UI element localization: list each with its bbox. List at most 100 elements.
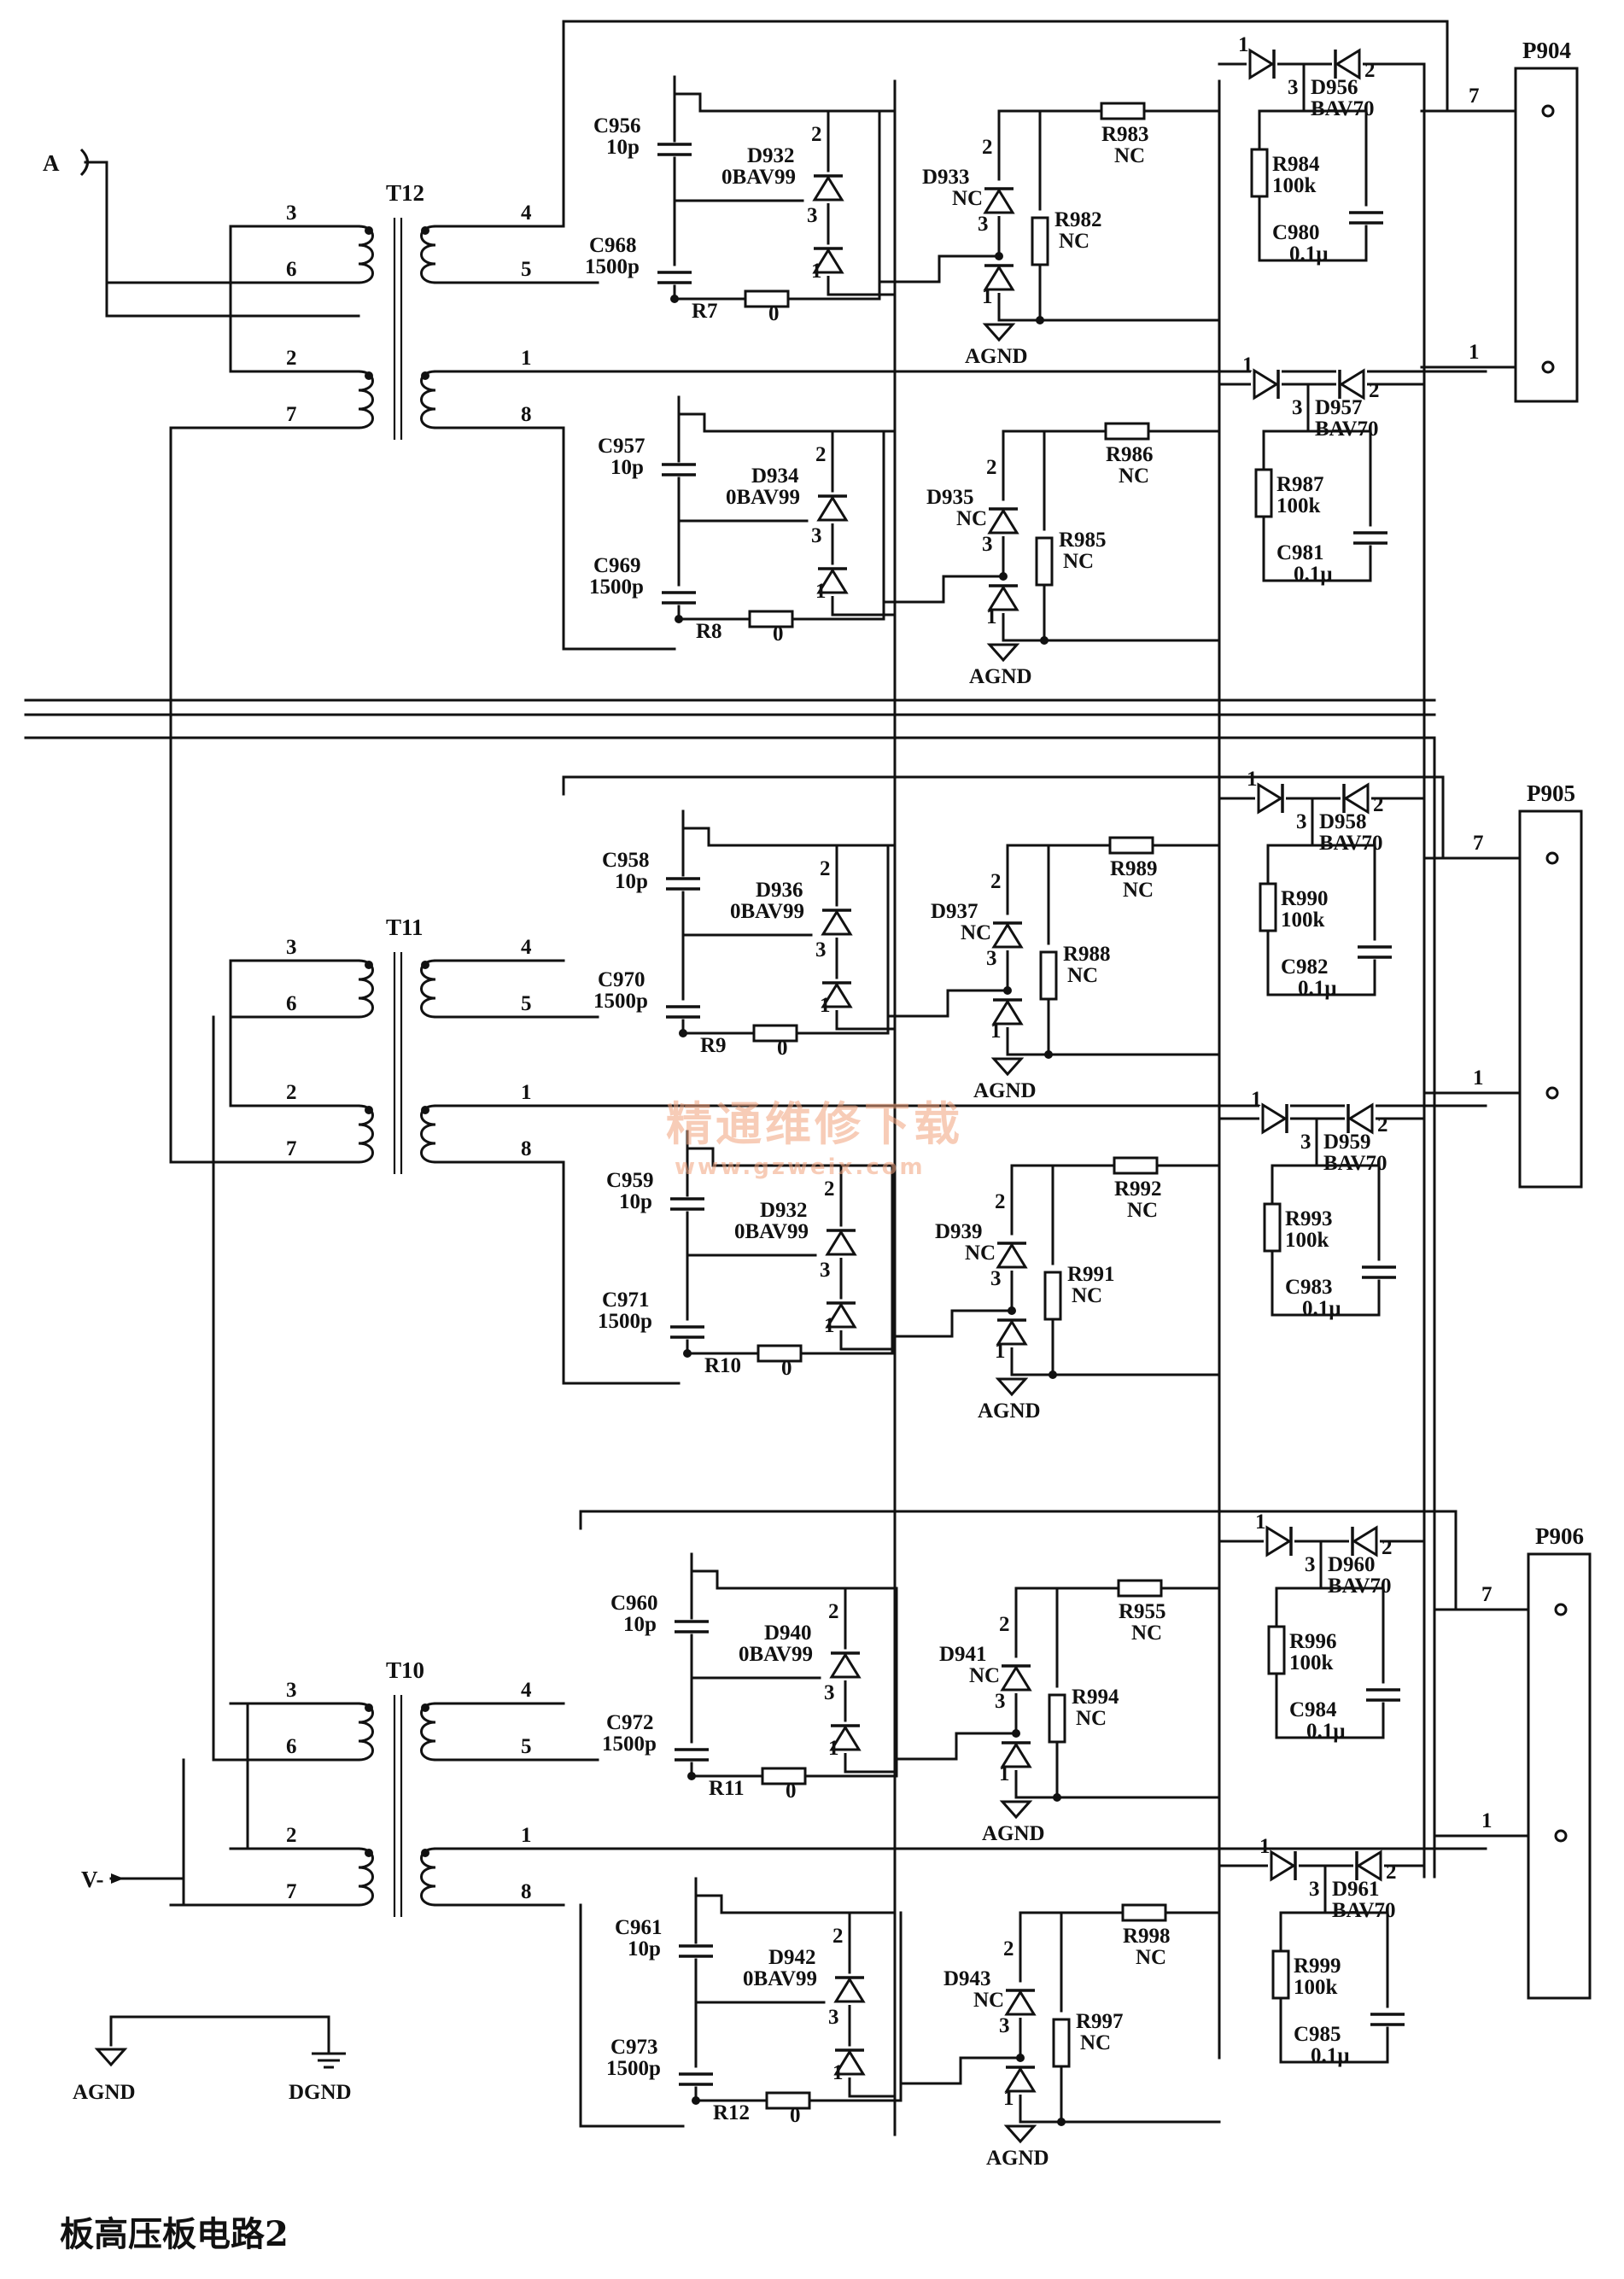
pin-number: 2 <box>286 1081 297 1104</box>
pin-number: 3 <box>990 1267 1002 1290</box>
pin-number: 3 <box>286 1679 297 1702</box>
label-d-pair-value: 0BAV99 <box>743 1967 817 1990</box>
label-d-clamp: D941 <box>939 1643 987 1666</box>
label-d-pair: D932 <box>760 1199 808 1222</box>
resistor-balance <box>765 2091 811 2110</box>
label-r-load-value: 100k <box>1281 909 1325 932</box>
label-c-out-value: 0.1µ <box>1289 243 1329 266</box>
label-r-load: R990 <box>1281 887 1329 910</box>
wire <box>169 426 232 1164</box>
pin-number: 2 <box>824 1177 835 1201</box>
label-r-balance-value: 0 <box>786 1779 797 1803</box>
pin-number: 3 <box>811 524 822 547</box>
transformer-name: T12 <box>386 180 424 206</box>
label-d-clamp: D939 <box>935 1220 983 1243</box>
label-d-pair-value: 0BAV99 <box>726 486 800 509</box>
capacitor-out <box>1370 2013 1405 2026</box>
junction-dot <box>1053 1793 1061 1802</box>
transformer-winding <box>358 1847 374 1907</box>
pin-number: 1 <box>820 994 831 1017</box>
pin-number: 2 <box>820 857 831 880</box>
diode-out-right <box>1336 368 1367 400</box>
connector-body <box>1514 67 1579 403</box>
transformer-winding <box>420 370 436 430</box>
transformer-winding <box>420 959 436 1019</box>
label-agnd: AGND <box>969 665 1032 688</box>
connector-name: P906 <box>1535 1523 1584 1549</box>
pin-number: 1 <box>521 1824 532 1847</box>
pin-number: 1 <box>815 580 827 603</box>
pin-number: 2 <box>1377 1113 1388 1137</box>
pin-number: 3 <box>982 533 993 556</box>
connector-pin <box>1545 851 1559 865</box>
label-d-clamp: D943 <box>943 1967 991 1990</box>
terminal-v-label: V- <box>81 1867 104 1892</box>
pin-number: 1 <box>1003 2087 1014 2110</box>
label-c-out-value: 0.1µ <box>1302 1297 1341 1320</box>
label-r-load: R993 <box>1285 1207 1333 1230</box>
pin-number: 3 <box>286 936 297 959</box>
junction-dot <box>1057 2118 1066 2126</box>
watermark-url: www.gzweix.com <box>675 1154 926 1180</box>
pin-number: 8 <box>521 1137 532 1160</box>
label-r-series-value: NC <box>1123 879 1154 902</box>
label-r-balance-value: 0 <box>790 2104 801 2127</box>
label-d-pair: D934 <box>751 465 799 488</box>
junction-dot <box>1044 1050 1053 1059</box>
label-c-out: C982 <box>1281 955 1329 979</box>
label-r-series: R983 <box>1101 123 1149 146</box>
terminal-a-symbol <box>79 148 89 177</box>
label-c-top-value: 10p <box>628 1937 661 1961</box>
resistor-shunt <box>1035 536 1054 587</box>
pin-number: 3 <box>999 2014 1010 2037</box>
pin-number: 3 <box>807 204 818 227</box>
pin-number: 3 <box>995 1690 1006 1713</box>
label-r-series: R986 <box>1106 443 1154 466</box>
diode-out-left <box>1259 1102 1290 1135</box>
pin-number: 1 <box>811 260 822 283</box>
resistor-series <box>1100 102 1146 120</box>
pin-number: 5 <box>521 1735 532 1758</box>
pin-number: 2 <box>986 456 997 479</box>
label-r-series-value: NC <box>1127 1199 1158 1222</box>
transformer-winding <box>420 1104 436 1164</box>
diode-pair-upper <box>825 1227 857 1258</box>
pin-number: 7 <box>1469 85 1480 108</box>
pin-number: 3 <box>1305 1553 1316 1576</box>
transformer-winding <box>358 1702 374 1762</box>
capacitor-top <box>666 877 700 891</box>
pin-number: 1 <box>982 285 993 308</box>
pin-number: 3 <box>986 947 997 970</box>
capacitor-bottom <box>657 271 692 284</box>
label-r-load-value: 100k <box>1276 494 1321 517</box>
label-c-bot-value: 1500p <box>606 2057 661 2080</box>
pin-number: 2 <box>1003 1937 1014 1961</box>
label-r-load: R996 <box>1289 1630 1337 1653</box>
connector-body <box>1518 809 1583 1189</box>
resistor-shunt <box>1031 216 1049 266</box>
pin-number: 4 <box>521 936 532 959</box>
pin-number: 1 <box>1259 1835 1271 1858</box>
wire <box>109 1800 185 1880</box>
label-c-bot-value: 1500p <box>585 255 640 278</box>
pin-number: 7 <box>1473 832 1484 855</box>
pin-number: 3 <box>1300 1131 1311 1154</box>
connector-pin <box>1554 1603 1568 1616</box>
pin-number: 2 <box>286 1824 297 1847</box>
capacitor-out <box>1349 211 1383 225</box>
capacitor-out <box>1366 1688 1400 1702</box>
transformer-winding <box>420 225 436 284</box>
capacitor-bottom <box>670 1325 704 1339</box>
pin-number: 1 <box>1251 1088 1262 1111</box>
label-r-series-value: NC <box>1136 1946 1166 1969</box>
diode-pair-lower <box>829 1722 862 1753</box>
resistor-balance <box>761 1767 807 1785</box>
label-r-load-value: 100k <box>1294 1976 1338 1999</box>
pin-number: 1 <box>824 1314 835 1337</box>
label-c-top: C957 <box>598 435 646 458</box>
pin-number: 7 <box>286 1137 297 1160</box>
polarity-dot <box>365 371 373 380</box>
pin-number: 3 <box>286 202 297 225</box>
pin-number: 3 <box>1309 1878 1320 1901</box>
diode-pair-lower <box>812 245 844 276</box>
